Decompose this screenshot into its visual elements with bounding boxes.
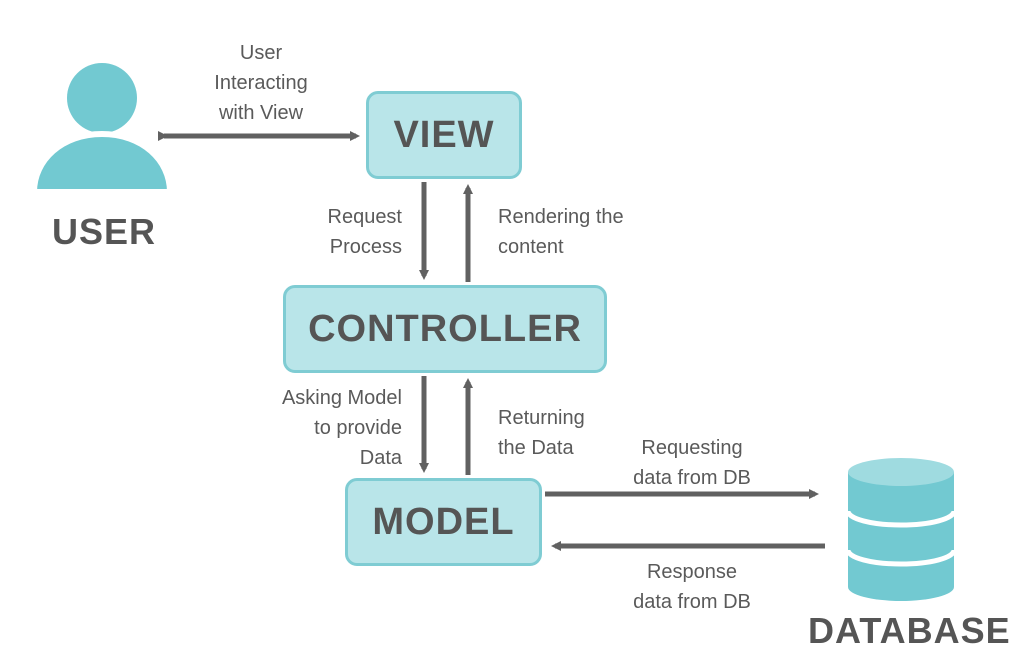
view-box: VIEW <box>366 91 522 179</box>
requesting-db-line-1: Requesting <box>641 437 743 459</box>
user-view-line-3: with View <box>218 102 304 124</box>
asking-model-line-2: to provide <box>314 417 402 439</box>
request-process-label: Request Process <box>280 202 403 262</box>
rendering-content-line-2: content <box>498 236 564 258</box>
asking-model-label: Asking Model to provide Data <box>240 383 402 473</box>
controller-label: CONTROLLER <box>308 307 582 350</box>
user-label: USER <box>52 211 157 252</box>
requesting-db-label: Requesting data from DB <box>612 433 772 493</box>
rendering-content-line-1: Rendering the <box>498 206 624 228</box>
request-process-line-1: Request <box>327 206 403 228</box>
user-icon <box>30 63 174 195</box>
database-label: DATABASE <box>808 610 1010 651</box>
controller-box: CONTROLLER <box>283 285 607 373</box>
request-process-line-2: Process <box>329 236 402 258</box>
user-view-line-2: Interacting <box>214 72 308 94</box>
response-db-line-1: Response <box>646 561 738 583</box>
requesting-db-line-2: data from DB <box>633 467 751 489</box>
user-view-label: User Interacting with View <box>200 38 322 128</box>
view-label: VIEW <box>393 113 495 156</box>
user-view-line-1: User <box>239 42 283 64</box>
returning-data-line-2: the Data <box>498 437 574 459</box>
response-db-line-2: data from DB <box>633 591 751 613</box>
returning-data-label: Returning the Data <box>498 403 585 463</box>
asking-model-line-3: Data <box>359 447 402 469</box>
model-label: MODEL <box>372 500 515 543</box>
model-box: MODEL <box>345 478 542 566</box>
returning-data-line-1: Returning <box>498 407 585 429</box>
response-db-label: Response data from DB <box>612 557 772 617</box>
database-icon <box>845 458 957 601</box>
asking-model-line-1: Asking Model <box>281 387 402 409</box>
rendering-content-label: Rendering the content <box>498 202 624 262</box>
